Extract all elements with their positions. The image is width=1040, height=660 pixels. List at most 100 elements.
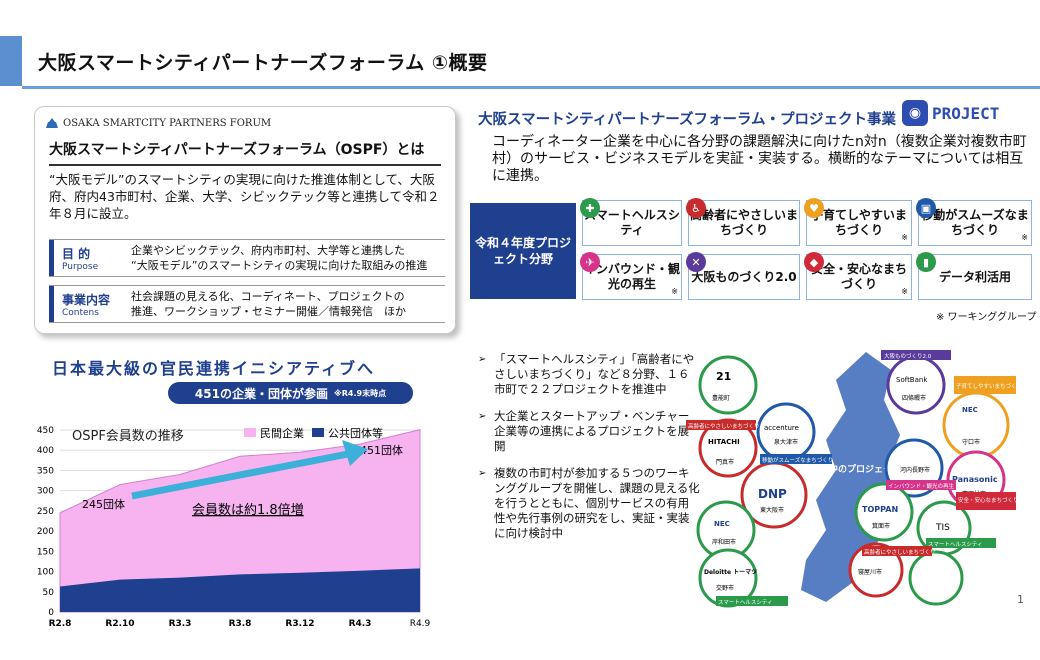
ospf-heading: 大阪スマートシティパートナーズフォーラム（OSPF）とは	[49, 139, 441, 166]
y-tick-label: 450	[37, 426, 54, 436]
field-safety: ◆ 安全・安心なまちづくり ※	[804, 252, 912, 300]
project-bullets: 「スマートヘルスシティ」「高齢者にやさしいまちづくり」など８分野、１６市町で２２…	[478, 352, 700, 553]
field-note: ※	[671, 287, 678, 296]
tag-bg	[716, 596, 788, 606]
city-name: 河内長野市	[900, 466, 930, 474]
purpose-label-en: Purpose	[62, 261, 99, 272]
field-label-text: 子育てしやすいまちづくり	[811, 208, 907, 237]
tag-bg	[760, 454, 832, 464]
field-note: ※	[901, 233, 908, 242]
tag-bg	[686, 420, 756, 430]
ospf-logo-text: OSAKA SMARTCITY PARTNERS FORUM	[63, 117, 272, 129]
tag-bg	[926, 538, 996, 548]
baby-stroller-icon: ♥	[804, 198, 824, 218]
osaka-project-map: 進行中のプロジェクト 21 豊能町 SoftBank 四條畷市 accentur…	[686, 350, 1016, 608]
content-text: 社会課題の見える化、コーディネート、プロジェクトの 推進、ワークショップ・セミナ…	[121, 289, 406, 319]
y-tick-label: 50	[43, 588, 55, 598]
company-circle-softbank	[886, 355, 946, 415]
city-name: 東大阪市	[760, 506, 784, 514]
tag-bg	[862, 546, 932, 556]
luggage-icon: ✈	[580, 252, 600, 272]
city-name: 門真市	[716, 458, 734, 466]
chart-title: OSPF会員数の推移	[72, 429, 184, 444]
x-tick-label: R2.8	[49, 619, 72, 628]
car-icon: ▣	[916, 198, 936, 218]
content-row: 事業内容 Contens 社会課題の見える化、コーディネート、プロジェクトの 推…	[49, 285, 445, 323]
annotation-end: 451団体	[360, 443, 403, 457]
city-name: 豊能町	[712, 394, 730, 402]
field-mobility: ▣ 移動がスムーズなまちづくり ※	[916, 198, 1032, 246]
company-circle-tondabayashi	[908, 550, 964, 606]
header-accent-bar	[0, 36, 22, 86]
field-label-text: 大阪ものづくり2.0	[691, 269, 797, 284]
working-group-note: ※ ワーキンググループ	[936, 312, 1037, 323]
city-name: 箕面市	[872, 522, 890, 530]
stethoscope-icon: ✚	[580, 198, 600, 218]
area-private-companies	[59, 428, 421, 613]
company-name: accenture	[764, 424, 799, 432]
city-name: 泉大津市	[774, 438, 798, 446]
field-label-text: 移動がスムーズなまちづくり	[921, 208, 1029, 237]
content-text-line1: 社会課題の見える化、コーディネート、プロジェクトの	[131, 290, 405, 303]
x-tick-label: R4.3	[349, 619, 372, 628]
map-tag: 大阪ものづくり2.0	[884, 352, 932, 360]
page-number: 1	[1017, 593, 1024, 606]
city-name: 寝屋川市	[858, 568, 882, 576]
purpose-text-line1: 企業やシビックテック、府内市町村、大学等と連携した	[131, 244, 406, 257]
x-tick-label: R3.3	[169, 619, 192, 628]
map-tag: スマートヘルスシティ	[928, 541, 983, 548]
tag-bg	[954, 376, 1016, 394]
tag-bg	[886, 480, 956, 490]
y-tick-label: 250	[37, 507, 54, 517]
field-label-text: インバウンド・観光の再生	[583, 262, 680, 291]
map-tag: インバウンド・観光の再生	[888, 482, 955, 490]
ospf-logo: OSAKA SMARTCITY PARTNERS FORUM	[45, 117, 271, 129]
map-tag: スマートヘルスシティ	[718, 599, 773, 606]
x-tick-label: R2.10	[105, 619, 134, 628]
member-count-note: ※R4.9末時点	[333, 388, 387, 398]
map-tag: 移動がスムーズなまちづくり	[762, 456, 833, 464]
content-label-en: Contens	[62, 307, 99, 318]
field-label-text: スマートヘルスシティ	[584, 208, 680, 237]
y-tick-label: 300	[37, 487, 54, 497]
company-name: 21	[716, 370, 731, 383]
map-tag: 安全・安心なまちづくり	[958, 496, 1016, 504]
purpose-text: 企業やシビックテック、府内市町村、大学等と連携した “大阪モデル”のスマートシテ…	[121, 243, 427, 273]
x-tick-label: R3.12	[285, 619, 314, 628]
initiative-headline: 日本最大級の官民連携イニシアティブへ	[52, 359, 376, 378]
field-manufacturing: ✕ 大阪ものづくり2.0	[686, 252, 800, 300]
map-center-label: 進行中のプロジェクト	[811, 463, 901, 475]
member-count-text: 451の企業・団体が参画	[194, 386, 328, 401]
map-tags: 大阪ものづくり2.0 子育てしやすいまちづくり 高齢者にやさしいまちづくり 移動…	[686, 350, 1016, 606]
field-note: ※	[1021, 233, 1028, 242]
y-tick-label: 400	[37, 446, 54, 456]
y-tick-label: 200	[37, 527, 54, 537]
legend-swatch-private	[244, 428, 256, 437]
growth-arrow	[131, 450, 349, 500]
company-name: Deloitte トーマツ	[704, 569, 757, 576]
company-name: Panasonic	[952, 475, 998, 484]
shield-icon: ◆	[804, 252, 824, 272]
city-name: 交野市	[716, 584, 734, 592]
project-badge-text: PROJECT	[932, 103, 1000, 123]
ospf-info-card: OSAKA SMARTCITY PARTNERS FORUM 大阪スマートシティ…	[34, 106, 456, 334]
map-tag: 子育てしやすいまちづくり	[956, 382, 1016, 390]
company-circle-kawachi	[848, 542, 904, 598]
tools-icon: ✕	[686, 252, 706, 272]
y-tick-label: 100	[37, 568, 54, 578]
city-name: 守口市	[962, 438, 980, 446]
purpose-tag: 目 的 Purpose	[49, 240, 121, 276]
field-childcare: ♥ 子育てしやすいまちづくり ※	[804, 198, 912, 246]
page-title: 大阪スマートシティパートナーズフォーラム ①概要	[38, 52, 488, 74]
company-name: TIS	[935, 523, 950, 533]
growth-arrow-head	[342, 440, 368, 466]
company-circle-accenture	[756, 402, 816, 462]
field-data: ▮ データ利活用	[916, 252, 1032, 300]
field-elderly: ♿ 高齢者にやさしいまちづくり	[686, 198, 800, 246]
legend-private: 民間企業	[260, 426, 304, 440]
member-count-badge: 451の企業・団体が参画 ※R4.9末時点	[168, 382, 413, 404]
tag-bg	[956, 492, 1016, 510]
company-name: NEC	[714, 520, 730, 528]
